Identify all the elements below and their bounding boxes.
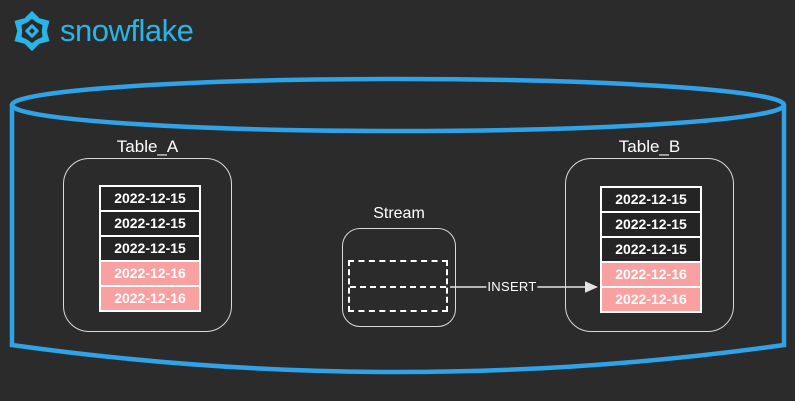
stream-placeholder-row <box>350 288 446 312</box>
table-a-rows: 2022-12-15 2022-12-15 2022-12-15 2022-12… <box>99 185 201 312</box>
snowflake-logo: snowflake <box>8 7 194 55</box>
table-row: 2022-12-15 <box>600 211 702 238</box>
table-b-rows: 2022-12-15 2022-12-15 2022-12-15 2022-12… <box>600 186 702 313</box>
table-row: 2022-12-16 <box>99 285 201 312</box>
table-row: 2022-12-16 <box>600 261 702 288</box>
stream-title: Stream <box>373 205 425 222</box>
brand-wordmark: snowflake <box>60 13 194 48</box>
table-b-container <box>565 158 734 332</box>
table-b-title: Table_B <box>618 137 681 156</box>
table-a-container <box>63 158 232 332</box>
table-a-title: Table_A <box>116 137 179 156</box>
table-row: 2022-12-15 <box>600 236 702 263</box>
snowflake-icon <box>8 7 56 55</box>
table-row: 2022-12-15 <box>99 185 201 212</box>
stream-placeholder-row <box>350 262 446 288</box>
stream-placeholder-rows <box>348 260 448 312</box>
table-row: 2022-12-15 <box>99 210 201 237</box>
table-row: 2022-12-15 <box>600 186 702 213</box>
table-row: 2022-12-16 <box>99 260 201 287</box>
stream-container <box>342 228 456 327</box>
insert-arrow-label: INSERT <box>486 279 538 295</box>
table-row: 2022-12-16 <box>600 286 702 313</box>
table-row: 2022-12-15 <box>99 235 201 262</box>
